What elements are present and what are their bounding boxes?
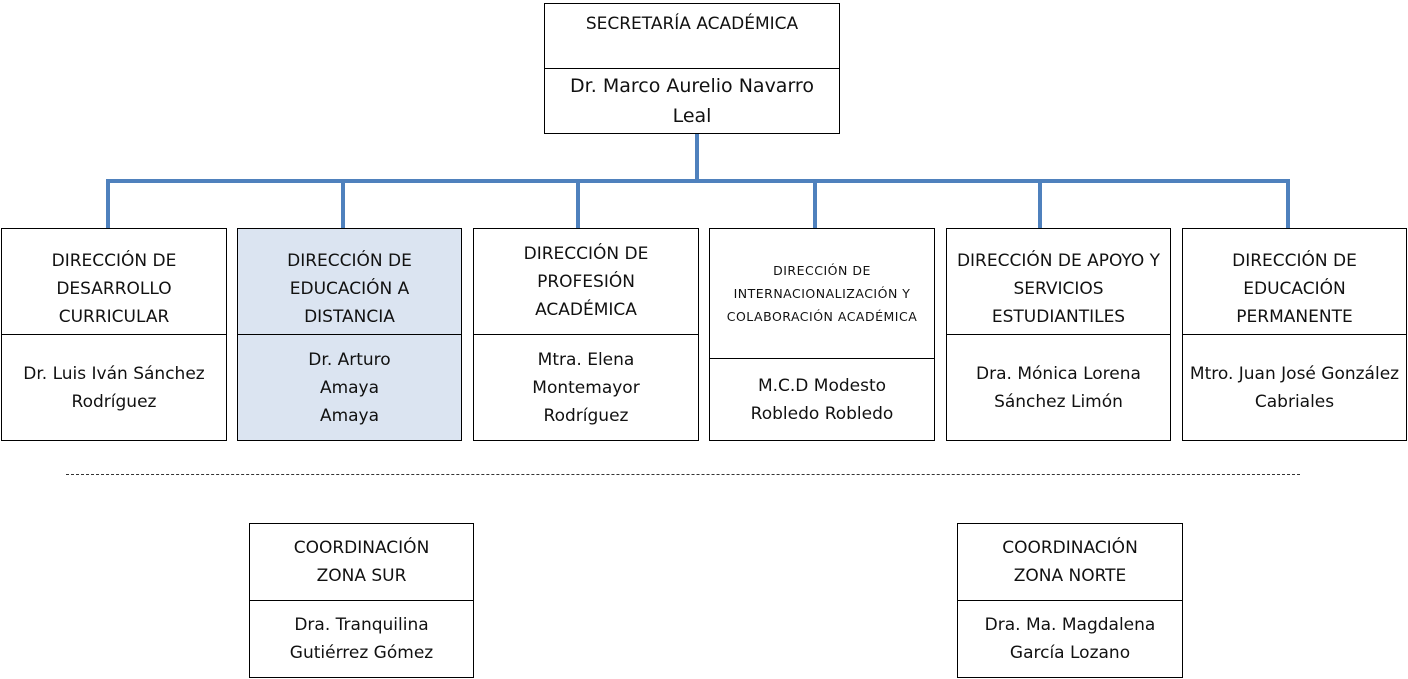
node-name: Dr. Luis Iván Sánchez Rodríguez <box>23 363 205 412</box>
direccion-apoyo-servicios-box: DIRECCIÓN DE APOYO Y SERVICIOS ESTUDIANT… <box>946 228 1171 441</box>
secretaria-academica-box: SECRETARÍA ACADÉMICA Dr. Marco Aurelio N… <box>544 3 840 134</box>
node-name: Dra. Tranquilina Gutiérrez Gómez <box>289 615 434 663</box>
coordinacion-zona-sur-box: COORDINACIÓN ZONA SUR Dra. Tranquilina G… <box>249 523 474 678</box>
node-title: DIRECCIÓN DE PROFESIÓN ACADÉMICA <box>474 229 698 335</box>
node-title: DIRECCIÓN DE EDUCACIÓN PERMANENTE <box>1183 229 1406 335</box>
node-name: Dr. Arturo Amaya Amaya <box>308 349 391 426</box>
node-name: Dr. Marco Aurelio Navarro Leal <box>570 75 814 127</box>
node-title: DIRECCIÓN DE INTERNACIONALIZACIÓN Y COLA… <box>710 229 934 359</box>
direccion-internacionalizacion-box: DIRECCIÓN DE INTERNACIONALIZACIÓN Y COLA… <box>709 228 935 441</box>
direccion-profesion-academica-box: DIRECCIÓN DE PROFESIÓN ACADÉMICA Mtra. E… <box>473 228 699 441</box>
node-title: DIRECCIÓN DE EDUCACIÓN A DISTANCIA <box>238 229 461 335</box>
node-name: Mtra. Elena Montemayor Rodríguez <box>532 349 640 426</box>
node-name: M.C.D Modesto Robledo Robledo <box>750 375 894 424</box>
node-title: SECRETARÍA ACADÉMICA <box>545 4 839 69</box>
node-title: DIRECCIÓN DE APOYO Y SERVICIOS ESTUDIANT… <box>947 229 1170 335</box>
dashed-separator <box>66 474 1300 475</box>
node-title: DIRECCIÓN DE DESARROLLO CURRICULAR <box>2 229 226 335</box>
coordinacion-zona-norte-box: COORDINACIÓN ZONA NORTE Dra. Ma. Magdale… <box>957 523 1183 678</box>
direccion-desarrollo-curricular-box: DIRECCIÓN DE DESARROLLO CURRICULAR Dr. L… <box>1 228 227 441</box>
node-name: Dra. Ma. Magdalena García Lozano <box>984 615 1156 663</box>
node-title: COORDINACIÓN ZONA NORTE <box>958 524 1182 601</box>
node-name: Mtro. Juan José González Cabriales <box>1189 363 1400 412</box>
direccion-educacion-permanente-box: DIRECCIÓN DE EDUCACIÓN PERMANENTE Mtro. … <box>1182 228 1407 441</box>
node-title: COORDINACIÓN ZONA SUR <box>250 524 473 601</box>
direccion-educacion-distancia-box: DIRECCIÓN DE EDUCACIÓN A DISTANCIA Dr. A… <box>237 228 462 441</box>
node-name: Dra. Mónica Lorena Sánchez Limón <box>976 363 1141 412</box>
